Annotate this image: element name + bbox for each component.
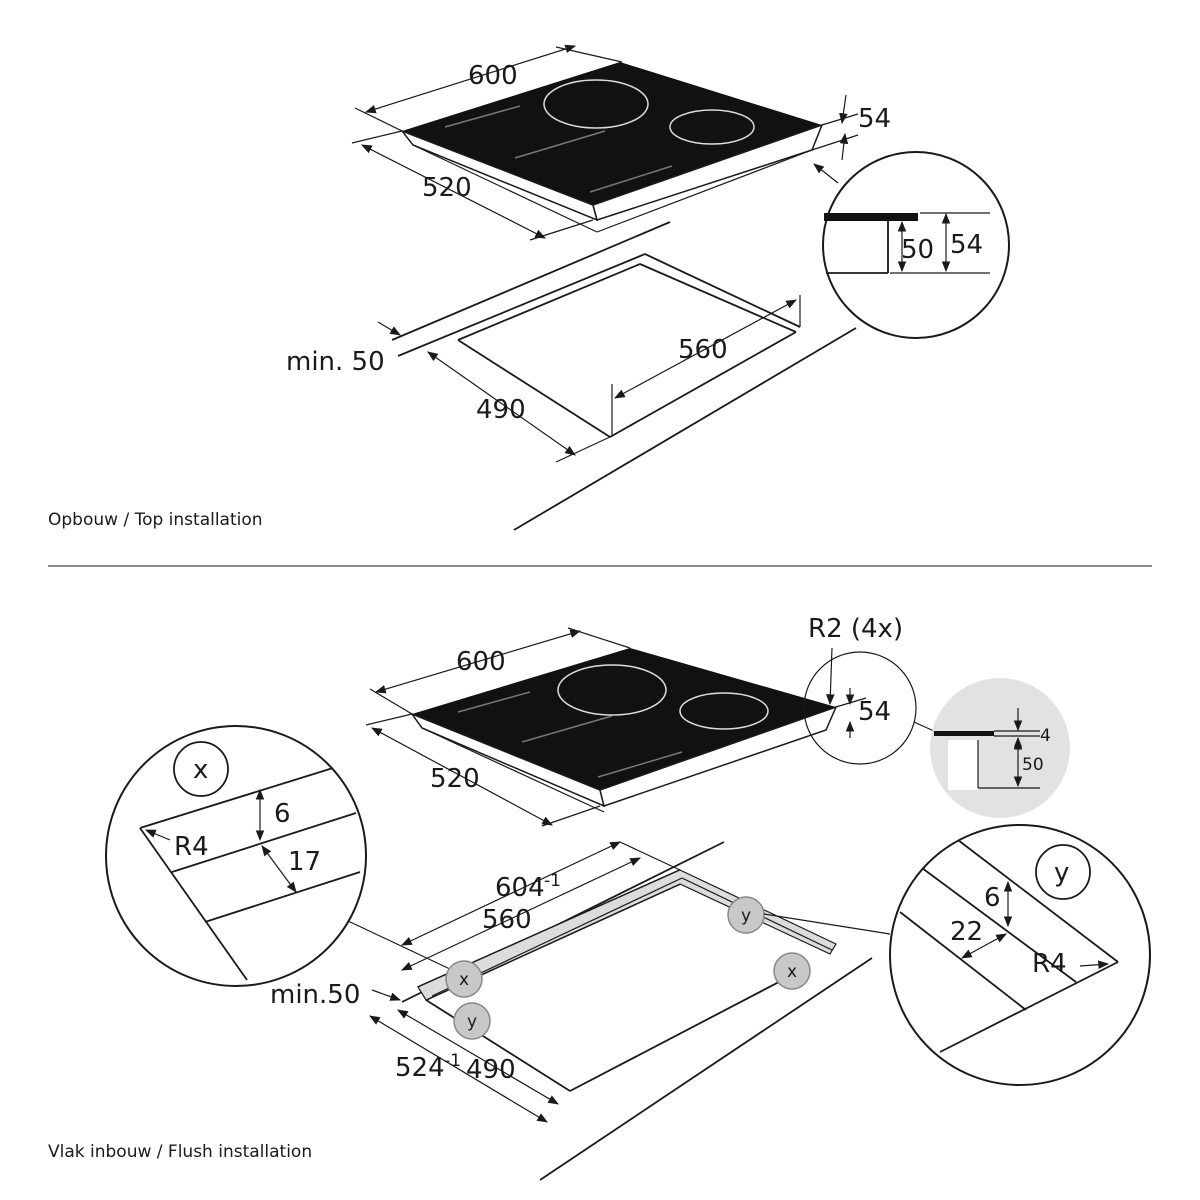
top-detail-circle: 50 54 [813,151,1010,339]
top-dim-54: 54 [858,104,891,134]
marker-y-right: y [727,896,765,934]
top-installation-drawing: 600 520 54 50 54 [48,44,1010,531]
flush-dim-604-tol: -1 [544,871,561,891]
hob-top [399,62,824,233]
flush-dim-490: 490 [466,1055,516,1085]
detail-y-marker: y [1054,858,1069,888]
flush-detail-50: 50 [1022,755,1044,775]
marker-x-left: x [445,960,483,998]
flush-radius-label: R2 (4x) [808,614,903,644]
marker-x-right: x [773,952,811,990]
flush-installation-drawing: 600 520 R2 (4x) 54 4 50 [48,614,1151,1181]
worktop-cutout-flush [369,841,873,1181]
svg-text:x: x [459,970,469,990]
detail-y-dim-22: 22 [950,917,983,947]
top-dim-520: 520 [422,173,472,203]
top-installation-caption: Opbouw / Top installation [48,510,263,530]
detail-y-circle: y 6 22 R4 [763,824,1151,1086]
flush-dim-600: 600 [456,647,506,677]
svg-text:y: y [741,906,751,926]
flush-dim-524-tol: -1 [444,1051,461,1071]
flush-dim-604: 604 [495,873,545,903]
flush-dim-560: 560 [482,905,532,935]
cooking-zone-small [669,109,755,145]
detail-x-r4: R4 [174,832,209,862]
svg-text:x: x [787,962,797,982]
detail-x-marker: x [193,755,208,785]
svg-text:y: y [467,1012,477,1032]
worktop-cutout-top [377,221,857,531]
detail-y-dim-6: 6 [984,883,1001,913]
flush-dim-520: 520 [430,764,480,794]
top-dim-560: 560 [678,335,728,365]
flush-detail-4: 4 [1040,726,1051,746]
detail-x-circle: x 6 17 R4 [105,725,453,987]
top-dim-600: 600 [468,61,518,91]
detail-x-dim-17: 17 [288,847,321,877]
flush-dim-54: 54 [858,697,891,727]
flush-installation-caption: Vlak inbouw / Flush installation [48,1142,312,1162]
flush-side-detail: 4 50 [913,678,1070,818]
top-dim-490: 490 [476,395,526,425]
detail-x-dim-6: 6 [274,799,291,829]
flush-dim-min50: min.50 [270,980,360,1010]
marker-y-left: y [453,1002,491,1040]
flush-dim-524: 524 [395,1053,445,1083]
top-detail-50: 50 [901,235,934,265]
top-dim-min50: min. 50 [286,347,385,377]
detail-y-r4: R4 [1032,949,1067,979]
top-detail-54: 54 [950,230,983,260]
